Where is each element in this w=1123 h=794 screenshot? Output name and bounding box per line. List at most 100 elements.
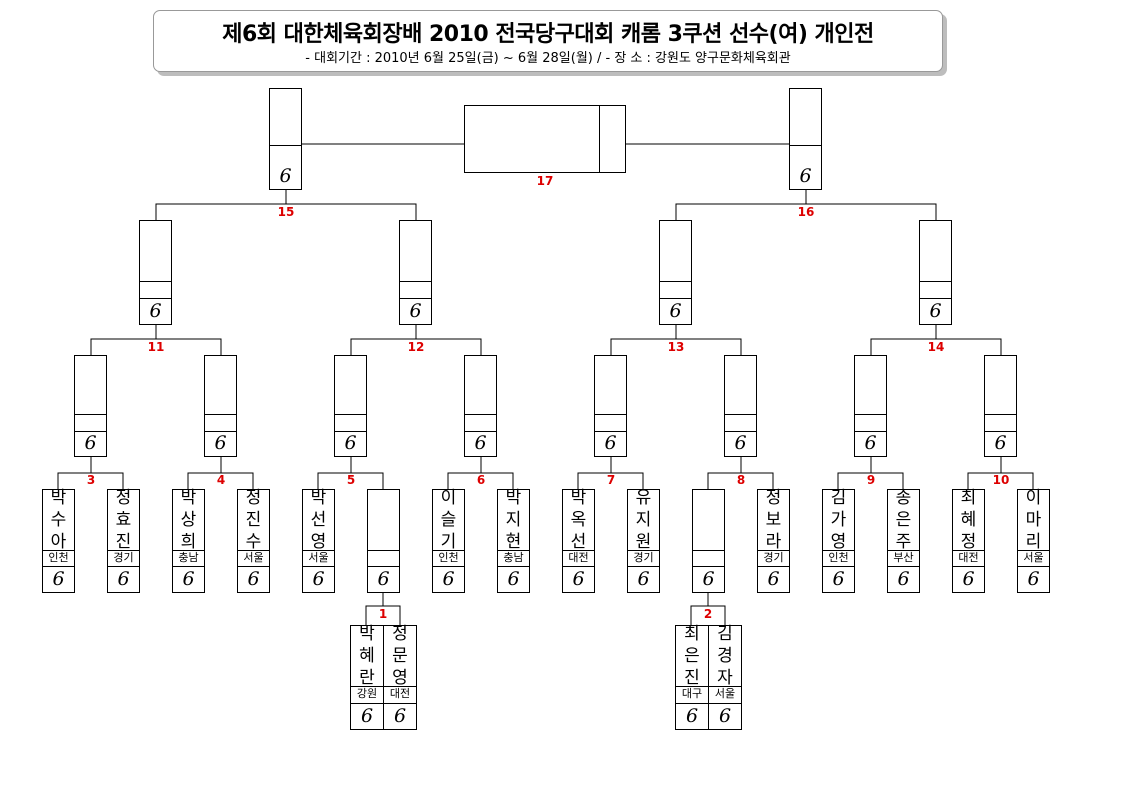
name-char: 최 xyxy=(960,488,977,508)
player-region: 충남 xyxy=(178,551,199,564)
name-char: 자 xyxy=(717,668,733,688)
match-number: 8 xyxy=(736,473,746,487)
name-char: 수 xyxy=(50,510,67,530)
tournament-subtitle: - 대회기간 : 2010년 6월 25일(금) ~ 6월 28일(월) / -… xyxy=(305,51,791,66)
name-char: 정 xyxy=(392,624,408,644)
name-char: 은 xyxy=(684,646,700,666)
match-number: 5 xyxy=(346,473,356,487)
final-box xyxy=(464,105,626,173)
score-mark: 6 xyxy=(897,568,910,590)
player-region: 경기 xyxy=(633,551,654,564)
score-mark: 6 xyxy=(864,432,877,454)
score-mark: 6 xyxy=(84,432,97,454)
round16-box: 6 xyxy=(204,355,237,457)
score-mark: 6 xyxy=(344,432,357,454)
name-char: 효 xyxy=(115,510,132,530)
match-number: 17 xyxy=(536,174,554,188)
name-char: 정 xyxy=(765,488,782,508)
match-number: 13 xyxy=(667,340,685,354)
score-mark: 6 xyxy=(393,705,407,727)
name-char: 진 xyxy=(245,510,262,530)
player-region: 대구 xyxy=(681,687,703,700)
player-region: 인천 xyxy=(48,551,69,564)
round16-box: 6 xyxy=(74,355,107,457)
name-char: 슬 xyxy=(440,510,457,530)
score-mark: 6 xyxy=(832,568,845,590)
score-mark: 6 xyxy=(962,568,975,590)
player-region: 대전 xyxy=(958,551,979,564)
match-number: 4 xyxy=(216,473,226,487)
name-char: 박 xyxy=(50,488,67,508)
name-char: 선 xyxy=(570,532,587,552)
name-char: 마 xyxy=(1025,510,1042,530)
player-region: 대전 xyxy=(568,551,589,564)
round16-box: 6 xyxy=(724,355,757,457)
name-char: 아 xyxy=(50,532,67,552)
score-mark: 6 xyxy=(669,300,682,322)
name-char: 상 xyxy=(180,510,197,530)
match-number: 6 xyxy=(476,473,486,487)
name-char: 이 xyxy=(440,488,457,508)
score-mark: 6 xyxy=(994,432,1007,454)
match-number: 7 xyxy=(606,473,616,487)
empty-slot-box: 6 xyxy=(367,489,400,593)
name-char: 희 xyxy=(180,532,197,552)
name-char: 혜 xyxy=(359,646,375,666)
score-mark: 6 xyxy=(718,705,732,727)
name-char: 김 xyxy=(830,488,847,508)
score-mark: 6 xyxy=(312,568,325,590)
name-char: 현 xyxy=(505,532,522,552)
name-char: 영 xyxy=(310,532,327,552)
match-number: 16 xyxy=(797,205,815,219)
name-char: 영 xyxy=(830,532,847,552)
score-mark: 6 xyxy=(637,568,650,590)
name-char: 지 xyxy=(635,510,652,530)
match-number: 2 xyxy=(703,607,713,621)
round16-box: 6 xyxy=(594,355,627,457)
score-mark: 6 xyxy=(149,300,162,322)
name-char: 진 xyxy=(115,532,132,552)
score-mark: 6 xyxy=(685,705,699,727)
player-region: 부산 xyxy=(893,551,914,564)
match-number: 9 xyxy=(866,473,876,487)
player-region: 서울 xyxy=(243,551,264,564)
title-banner: 제6회 대한체육회장배 2010 전국당구대회 캐롬 3쿠션 선수(여) 개인전… xyxy=(153,10,943,72)
score-mark: 6 xyxy=(474,432,487,454)
match-number: 3 xyxy=(86,473,96,487)
semifinal-box-right: 6 xyxy=(789,88,822,190)
name-char: 경 xyxy=(717,646,733,666)
match-number: 14 xyxy=(927,340,945,354)
name-char: 박 xyxy=(180,488,197,508)
name-char: 지 xyxy=(505,510,522,530)
name-char: 송 xyxy=(895,488,912,508)
semifinal-box-left: 6 xyxy=(269,88,302,190)
score-mark: 6 xyxy=(247,568,260,590)
name-char: 가 xyxy=(830,510,847,530)
match-number: 11 xyxy=(147,340,165,354)
name-char: 문 xyxy=(392,646,408,666)
quarterfinal-box: 6 xyxy=(919,220,952,325)
name-char: 보 xyxy=(765,510,782,530)
score-mark: 6 xyxy=(1027,568,1040,590)
round16-box: 6 xyxy=(464,355,497,457)
score-mark: 6 xyxy=(604,432,617,454)
name-char: 정 xyxy=(960,532,977,552)
quarterfinal-box: 6 xyxy=(399,220,432,325)
score-mark: 6 xyxy=(442,568,455,590)
